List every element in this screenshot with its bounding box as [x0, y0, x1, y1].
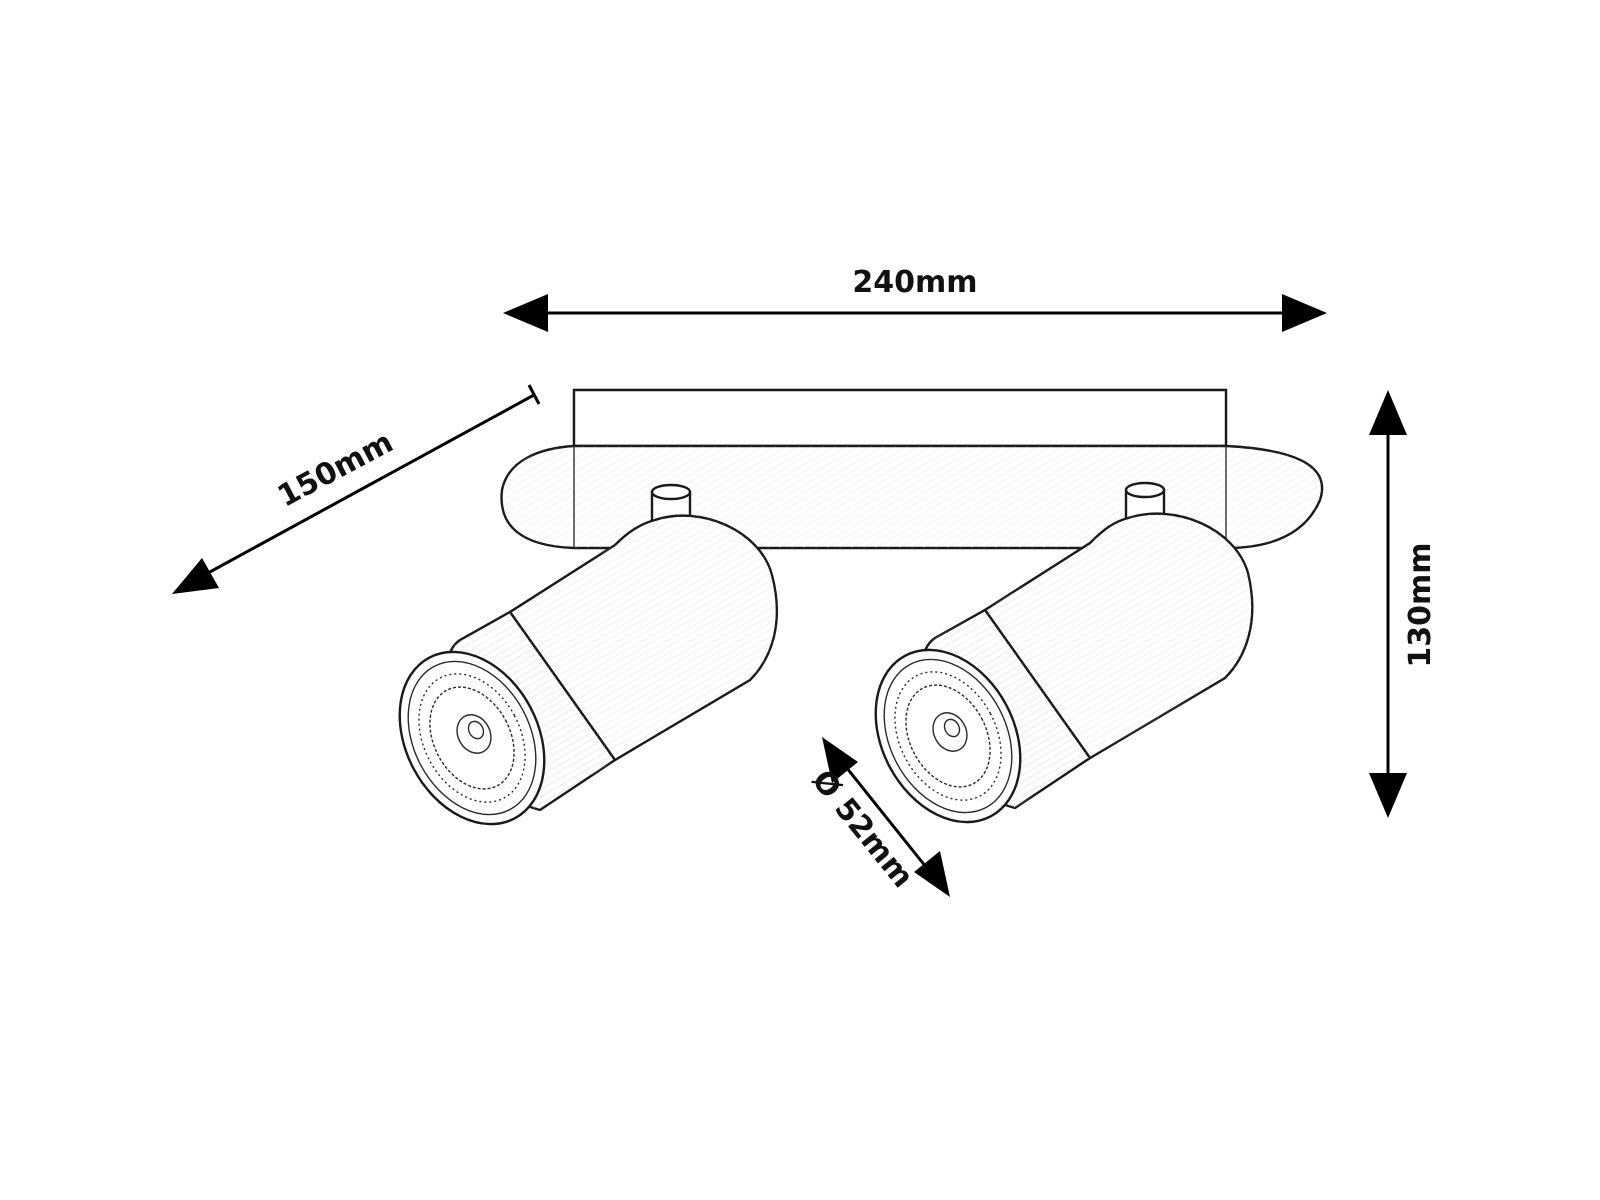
base-plate	[572, 388, 1228, 448]
height-arrow-top	[1369, 390, 1407, 435]
length-arrow-left	[503, 294, 548, 332]
diameter-arrow-top	[822, 737, 858, 783]
diameter-arrow-bottom	[914, 851, 950, 897]
depth-label: 150mm	[272, 425, 399, 515]
height-dimension: 130mm	[1369, 390, 1438, 818]
length-dimension: 240mm	[503, 265, 1327, 332]
length-label: 240mm	[852, 265, 977, 300]
height-label: 130mm	[1403, 542, 1438, 667]
left-spotlight	[398, 514, 779, 826]
diameter-line	[840, 761, 932, 873]
depth-arrow	[172, 558, 219, 594]
height-arrow-bottom	[1369, 773, 1407, 818]
lamp-body	[398, 388, 1324, 826]
right-spotlight	[874, 512, 1254, 824]
length-arrow-right	[1282, 294, 1327, 332]
depth-dimension: 150mm	[172, 384, 541, 594]
depth-line	[207, 393, 535, 575]
